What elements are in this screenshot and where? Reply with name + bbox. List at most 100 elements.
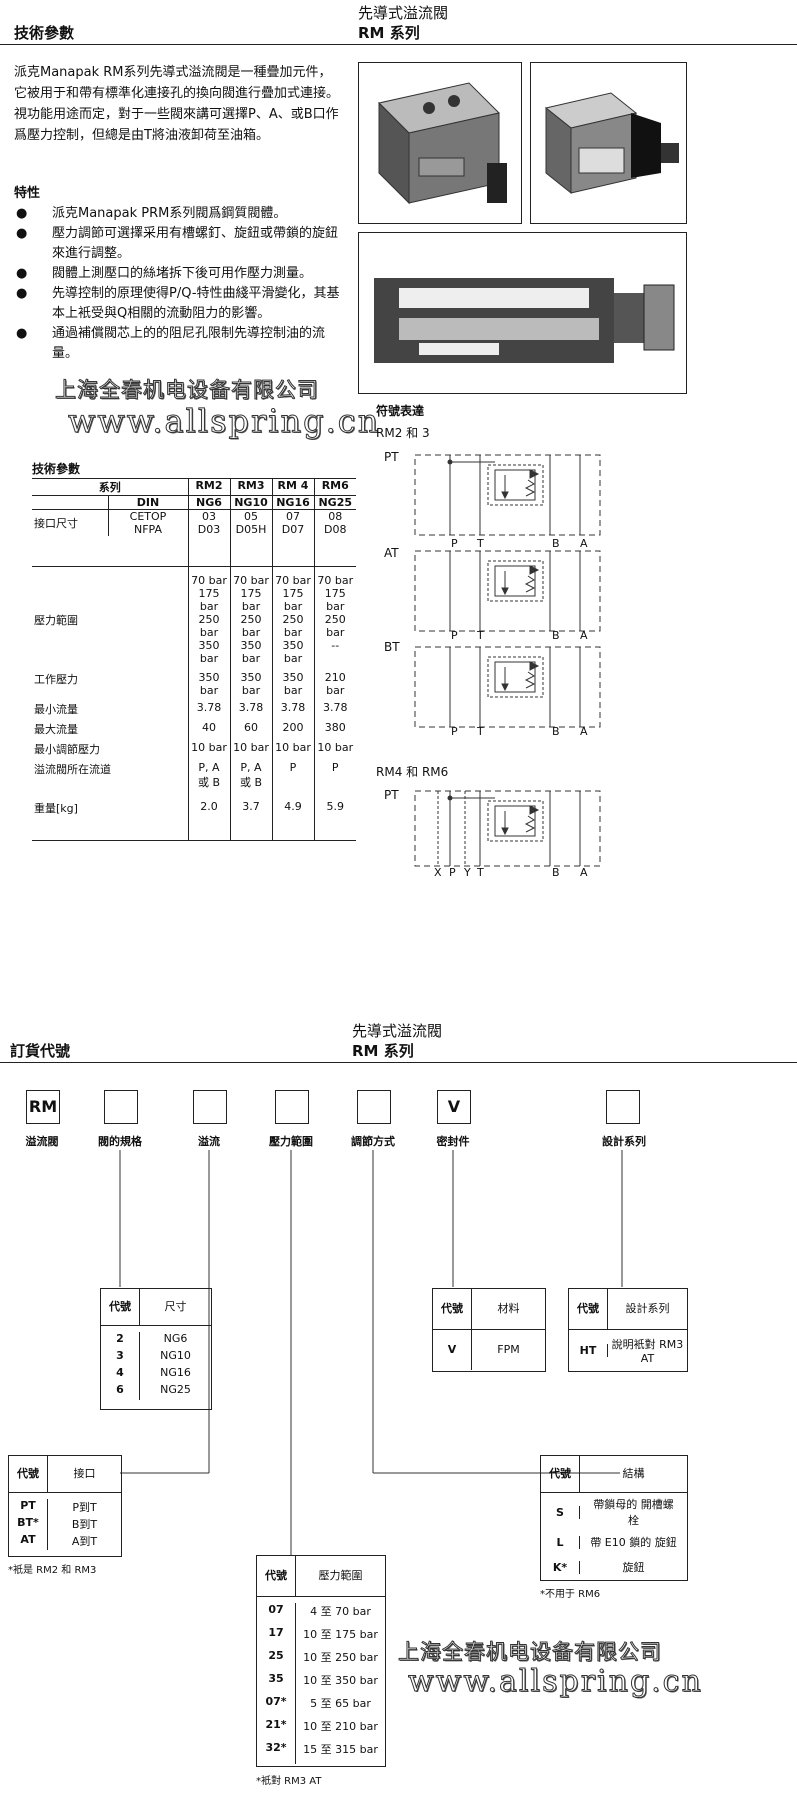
port-label: A	[580, 629, 588, 642]
code-label-design: 設計系列	[602, 1135, 646, 1148]
valve-section-photo	[358, 232, 687, 394]
symbol-label-at: AT	[384, 546, 399, 560]
page2-header-rule	[0, 1062, 797, 1063]
watermark-company-2: 上海全春机电设备有限公司	[398, 1640, 662, 1665]
page1-product-title: 先導式溢流閥	[358, 4, 449, 22]
port-label: B	[552, 866, 560, 879]
features-title: 特性	[14, 186, 41, 201]
port-label: B	[552, 629, 560, 642]
page1-series-title: RM 系列	[358, 24, 420, 42]
code-label-seal: 密封件	[436, 1135, 470, 1148]
page2-section-title: 訂貨代號	[10, 1042, 71, 1060]
code-box-pressure[interactable]	[275, 1090, 309, 1124]
code-label-pressure: 壓力範圍	[269, 1135, 313, 1148]
watermark-url-2: www.allspring.cn	[408, 1664, 703, 1700]
code-box-design[interactable]	[606, 1090, 640, 1124]
port-label: A	[580, 537, 588, 550]
bullet-icon: ●	[16, 286, 28, 301]
spec-table: 系列 RM2 RM3 RM 4 RM6 DIN NG6 NG10 NG16 NG…	[32, 478, 356, 841]
port-label: A	[580, 725, 588, 738]
code-box-rm: RM	[26, 1090, 60, 1124]
spec-port-label: 接口尺寸	[34, 517, 78, 530]
bullet-icon: ●	[16, 226, 28, 241]
symbol-label-pt: PT	[384, 450, 399, 464]
feature-item: ●派克Manapak PRM系列閥爲鋼質閥體。	[14, 204, 344, 224]
feature-item: ●壓力調節可選擇采用有槽螺釘、旋鈕或帶鎖的旋鈕來進行調整。	[16, 226, 339, 261]
watermark-company: 上海全春机电设备有限公司	[55, 378, 319, 403]
spec-cetop-label: CETOP	[129, 510, 167, 523]
bullet-icon: ●	[16, 266, 28, 281]
feature-item: ●閥體上測壓口的絲堵拆下後可用作壓力測量。	[14, 264, 344, 284]
watermark-url: www.allspring.cn	[67, 402, 381, 441]
port-label: T	[477, 725, 484, 738]
page1-header-rule	[0, 44, 797, 45]
spec-model: RM 4	[271, 478, 314, 496]
intro-paragraph: 派克Manapak RM系列先導式溢流閥是一種疊加元件，它被用于和帶有標準化連接…	[14, 65, 340, 143]
feature-item: ●先導控制的原理使得P/Q-特性曲綫平滑變化，其基本上衹受與Q相關的流動阻力的影…	[16, 286, 340, 321]
hydraulic-symbols-rm23	[414, 454, 601, 728]
port-label: P	[451, 629, 458, 642]
feature-item: ●通過補償閥芯上的的阻尼孔限制先導控制油的流量。	[16, 326, 326, 361]
adjust-table-note: *不用于 RM6	[540, 1589, 601, 1600]
code-label-size: 閥的規格	[98, 1135, 142, 1148]
valve-photo-side-graphic	[544, 92, 679, 195]
page1-section-title: 技術參數	[14, 24, 75, 42]
bullet-icon: ●	[16, 206, 28, 221]
spec-ng: NG16	[271, 495, 314, 510]
port-label: P	[449, 866, 456, 879]
spec-ng: NG10	[229, 495, 272, 510]
code-box-size[interactable]	[104, 1090, 138, 1124]
port-label: B	[552, 725, 560, 738]
spec-ng: NG6	[187, 495, 230, 510]
spec-model: RM2	[187, 478, 230, 496]
symbols-rm23-label: RM2 和 3	[376, 426, 430, 440]
port-label: T	[477, 866, 484, 879]
port-label: X	[434, 866, 442, 879]
valve-photo-front	[358, 62, 522, 224]
spec-model: RM6	[313, 478, 356, 496]
pressure-table-note: *衹對 RM3 AT	[256, 1776, 322, 1787]
spec-din-label: DIN	[107, 495, 188, 510]
page2-series-title: RM 系列	[352, 1042, 414, 1060]
port-label: Y	[464, 866, 471, 879]
port-label: B	[552, 537, 560, 550]
spec-ng: NG25	[313, 495, 356, 510]
port-table-note: *衹是 RM2 和 RM3	[8, 1565, 97, 1576]
spec-nfpa-label: NFPA	[133, 523, 162, 536]
spec-header-series: 系列	[98, 481, 121, 494]
port-label: T	[477, 629, 484, 642]
symbol-pt	[414, 454, 601, 536]
valve-photo-side	[530, 62, 687, 224]
symbols-rm46-label: RM4 和 RM6	[376, 765, 449, 779]
spec-pressure-label: 壓力範圍	[34, 613, 78, 627]
symbol-at	[414, 550, 601, 632]
port-label: P	[451, 537, 458, 550]
page2-product-title: 先導式溢流閥	[352, 1022, 443, 1040]
valve-section-graphic	[374, 278, 675, 363]
code-box-relief[interactable]	[193, 1090, 227, 1124]
valve-photo-front-graphic	[378, 82, 507, 205]
symbol-label-pt-rm46: PT	[384, 788, 399, 802]
symbols-title: 符號表達	[376, 404, 425, 418]
port-label: T	[477, 537, 484, 550]
code-label-relief: 溢流	[198, 1135, 220, 1148]
symbol-bt	[414, 646, 601, 728]
bullet-icon: ●	[16, 326, 28, 341]
code-box-adjust[interactable]	[357, 1090, 391, 1124]
symbol-label-bt: BT	[384, 640, 400, 654]
hydraulic-symbol-rm46	[414, 790, 601, 867]
port-label: P	[451, 725, 458, 738]
code-label-adjust: 調節方式	[351, 1135, 395, 1148]
